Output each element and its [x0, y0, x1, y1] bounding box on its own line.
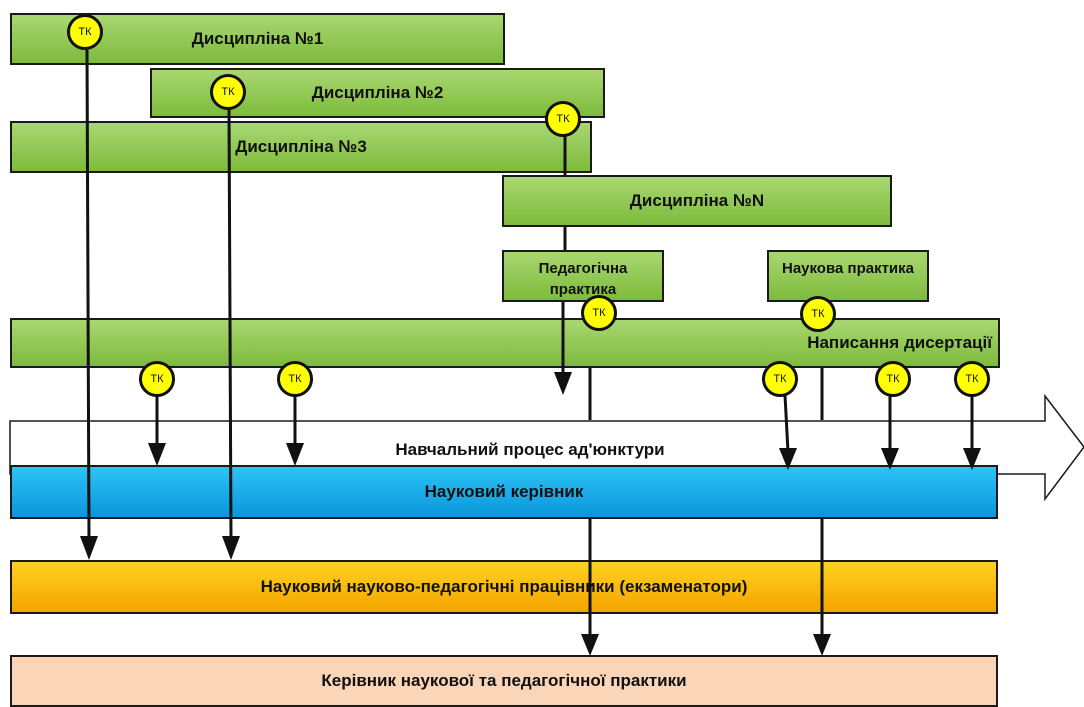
tk-discipline-2: ТК	[210, 74, 246, 110]
arrowhead-d2	[222, 536, 240, 560]
dissertation-label: Написання дисертації	[807, 333, 992, 352]
tk-dissertation-4: ТК	[875, 361, 911, 397]
tk-dissertation-2: ТК	[277, 361, 313, 397]
discipline-3: Дисципліна №3	[10, 121, 592, 173]
tk-scientific: ТК	[800, 296, 836, 332]
arrowhead-d1	[80, 536, 98, 560]
line-tk-3	[783, 394, 790, 453]
examiners-label: Науковий науково-педагогічні працівники …	[260, 577, 748, 596]
scientific-practice-label: Наукова практика	[781, 260, 914, 277]
arrowhead-tk-1	[148, 443, 166, 466]
tk-dissertation-3: ТК	[762, 361, 798, 397]
scientific-supervisor: Науковий керівник	[10, 465, 998, 519]
arrowhead-tk-4	[881, 448, 899, 470]
line-d1	[85, 49, 91, 541]
discipline-2-label: Дисципліна №2	[311, 83, 444, 102]
arrowhead-tk-5	[963, 448, 981, 470]
examiners: Науковий науково-педагогічні працівники …	[10, 560, 998, 614]
tk-discipline-3: ТК	[545, 101, 581, 137]
scientific-practice: Наукова практика	[767, 250, 929, 302]
discipline-3-label: Дисципліна №3	[235, 137, 367, 156]
arrowhead-tk-3	[779, 448, 797, 470]
supervisor-label: Науковий керівник	[424, 482, 584, 501]
tk-discipline-1: ТК	[67, 14, 103, 50]
tk-dissertation-5: ТК	[954, 361, 990, 397]
arrowhead-sci-exam	[813, 634, 831, 656]
tk-pedagogical: ТК	[581, 295, 617, 331]
arrowhead-ped-exam	[581, 634, 599, 656]
discipline-n-label: Дисципліна №N	[629, 191, 765, 210]
discipline-n: Дисципліна №N	[502, 175, 892, 227]
pedagogical-practice-label: Педагогічна практика	[538, 260, 628, 298]
process-arrow-label: Навчальний процес ад'юнктури	[395, 440, 665, 459]
line-d2	[227, 107, 233, 541]
discipline-1-label: Дисципліна №1	[191, 29, 324, 48]
pedagogical-practice: Педагогічна практика	[502, 250, 664, 302]
dissertation-writing: Написання дисертації	[10, 318, 1000, 368]
arrowhead-ped	[554, 372, 572, 395]
practice-head-label: Керівник наукової та педагогічної практи…	[321, 671, 687, 690]
arrowhead-tk-2	[286, 443, 304, 466]
tk-dissertation-1: ТК	[139, 361, 175, 397]
